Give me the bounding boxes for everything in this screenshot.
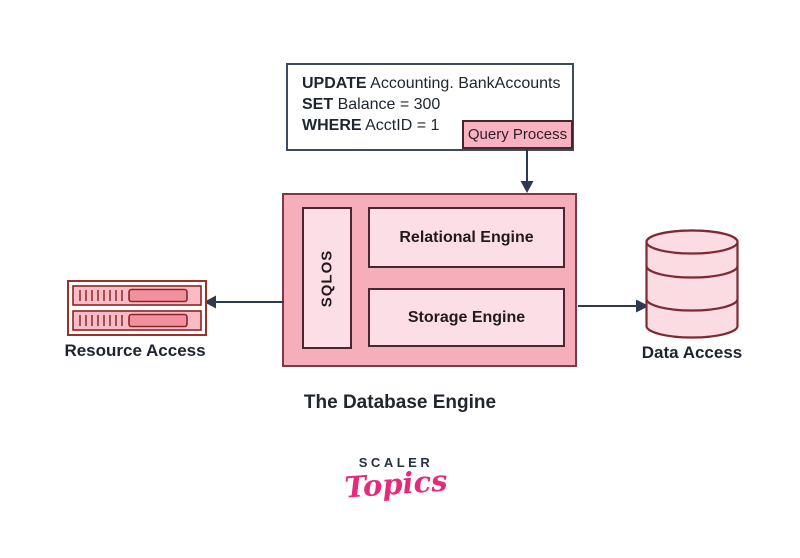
relational-engine-label: Relational Engine (399, 228, 534, 246)
sql-keyword: SET (302, 96, 334, 113)
query-process-label: Query Process (467, 126, 568, 143)
server-icon (67, 280, 207, 336)
database-engine-box: SQLOS Relational Engine Storage Engine (282, 193, 577, 367)
query-process-tag: Query Process (462, 120, 573, 149)
brand-logo: SCALER Topics (316, 455, 476, 505)
storage-engine-label: Storage Engine (407, 308, 526, 326)
sql-text: Accounting. BankAccounts (370, 75, 561, 92)
database-cylinder-icon (645, 229, 739, 339)
storage-engine-box: Storage Engine (368, 288, 565, 347)
arrow-right-icon (578, 299, 649, 313)
arrow-down-icon (520, 149, 534, 193)
sql-text: Balance = 300 (337, 96, 441, 113)
sql-line-where: WHERE AcctID = 1 (302, 115, 572, 136)
sql-query-box: UPDATE Accounting. BankAccounts SET Bala… (286, 63, 574, 151)
relational-engine-box: Relational Engine (368, 207, 565, 268)
sql-line-update: UPDATE Accounting. BankAccounts (302, 73, 572, 94)
data-access-label: Data Access (641, 343, 743, 362)
sql-text: AcctID = 1 (365, 117, 440, 134)
arrow-left-icon (204, 295, 284, 309)
sqlos-label: SQLOS (318, 249, 336, 307)
resource-access-label: Resource Access (64, 341, 206, 360)
diagram-caption: The Database Engine (303, 392, 497, 413)
sqlos-panel: SQLOS (302, 207, 352, 349)
sql-line-set: SET Balance = 300 (302, 94, 572, 115)
sql-keyword: UPDATE (302, 75, 367, 92)
sql-keyword: WHERE (302, 117, 362, 134)
brand-name: SCALER (358, 455, 434, 470)
